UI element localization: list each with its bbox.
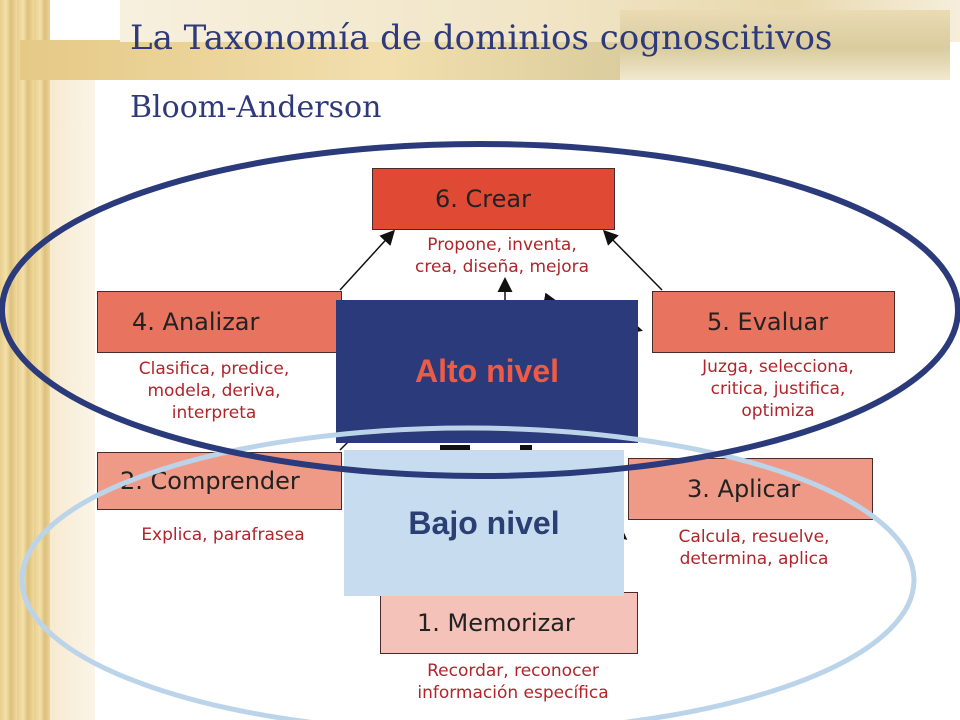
page-subtitle: Bloom-Anderson xyxy=(130,90,382,125)
page-title: La Taxonomía de dominios cognoscitivos xyxy=(130,18,833,58)
level-memorizar-label: 1. Memorizar xyxy=(417,609,575,637)
level-evaluar-label: 5. Evaluar xyxy=(707,308,829,336)
level-analizar-label: 4. Analizar xyxy=(132,308,260,336)
level-aplicar-desc: Calcula, resuelve, determina, aplica xyxy=(678,527,830,569)
bajo-nivel-box: Bajo nivel xyxy=(344,450,624,596)
level-analizar-box: 4. Analizar xyxy=(97,291,342,353)
level-crear-label: 6. Crear xyxy=(435,185,531,213)
alto-nivel-box: Alto nivel xyxy=(336,300,638,443)
level-comprender-desc: Explica, parafrasea xyxy=(141,525,305,545)
level-evaluar-box: 5. Evaluar xyxy=(652,291,895,353)
level-crear-box: 6. Crear xyxy=(372,168,615,230)
level-crear-desc: Propone, inventa, crea, diseña, mejora xyxy=(414,235,590,277)
bajo-nivel-label: Bajo nivel xyxy=(408,504,560,541)
level-memorizar-desc: Recordar, reconocer información específi… xyxy=(417,661,609,703)
alto-nivel-label: Alto nivel xyxy=(414,353,559,389)
level-comprender-box: 2. Comprender xyxy=(97,452,342,510)
level-comprender-label: 2. Comprender xyxy=(120,467,300,495)
level-analizar-desc: Clasifica, predice, modela, deriva, inte… xyxy=(138,359,290,423)
level-evaluar-desc: Juzga, selecciona, critica, justifica, o… xyxy=(702,357,854,421)
level-aplicar-box: 3. Aplicar xyxy=(628,458,873,520)
level-aplicar-label: 3. Aplicar xyxy=(687,475,801,503)
level-memorizar-box: 1. Memorizar xyxy=(380,592,638,654)
title-band-top-right xyxy=(620,10,950,80)
